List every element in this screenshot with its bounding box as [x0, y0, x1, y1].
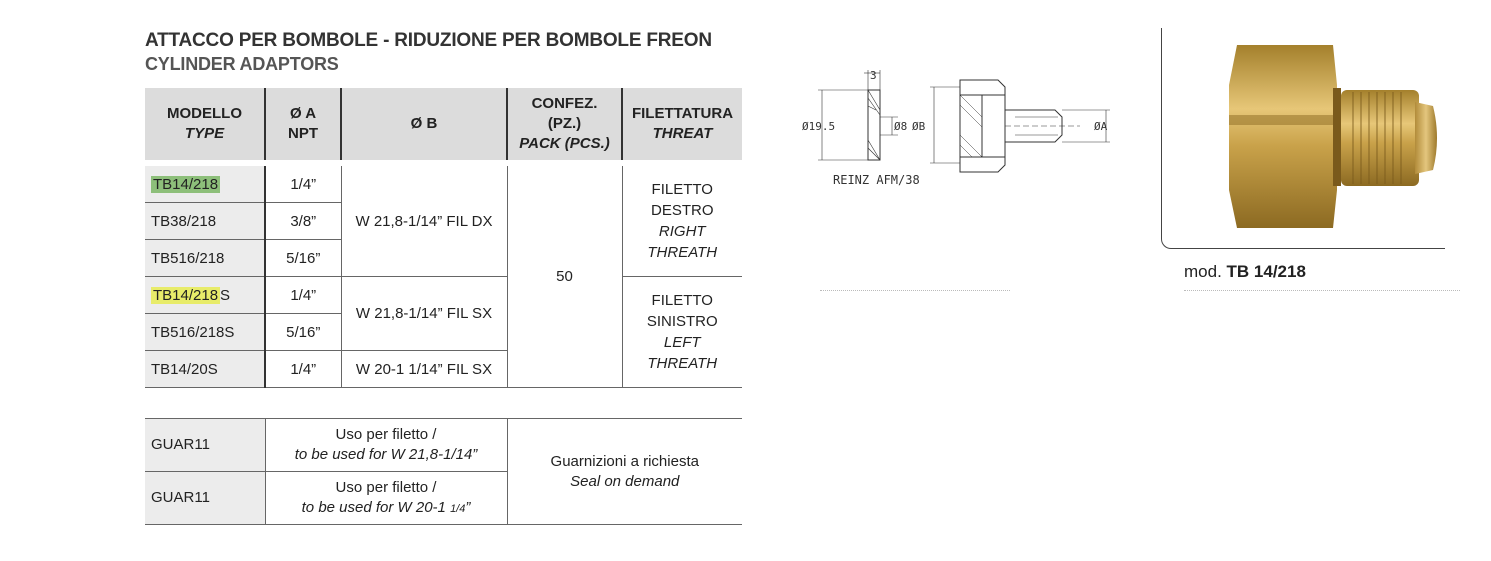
dia-b-cell: W 21,8-1/14” FIL DX: [340, 166, 507, 277]
dim-a: ØA: [1094, 120, 1108, 133]
dia-a-cell: 5/16”: [264, 239, 341, 277]
photo-caption: mod. TB 14/218: [1184, 262, 1306, 281]
dia-a-cell: 1/4”: [264, 350, 341, 388]
seal-use-cell: Uso per filetto /to be used for W 21,8-1…: [264, 418, 507, 472]
dotted-rule-right: [1184, 290, 1460, 293]
dia-b-cell: W 21,8-1/14” FIL SX: [340, 276, 507, 351]
table-row: GUAR11 Uso per filetto /to be used for W…: [145, 418, 742, 525]
header-dia-b: Ø B: [340, 88, 507, 160]
photo-frame: [1161, 28, 1445, 249]
dim-8: Ø8: [894, 120, 907, 133]
model-cell: TB14/218: [145, 166, 265, 203]
drawing-label: REINZ AFM/38: [833, 173, 920, 187]
model-cell: TB38/218: [145, 202, 265, 240]
model-cell: TB516/218: [145, 239, 265, 277]
model-cell: TB14/20S: [145, 350, 265, 388]
dia-a-cell: 1/4”: [264, 276, 341, 314]
pack-cell: 50: [506, 166, 622, 388]
seals-table: GUAR11 Uso per filetto /to be used for W…: [145, 418, 742, 525]
seal-model-cell: GUAR11: [145, 418, 265, 472]
table-row: GUAR11 Uso per filetto / to be used for …: [145, 471, 742, 525]
page-subtitle: CYLINDER ADAPTORS: [145, 54, 339, 74]
dotted-rule-left: [820, 290, 1010, 293]
header-pack: CONFEZ. (PZ.)PACK (PCS.): [506, 88, 622, 160]
dia-a-cell: 5/16”: [264, 313, 341, 351]
table-row: TB38/218 3/8”: [145, 202, 742, 240]
dim-3: 3: [870, 69, 877, 82]
table-row: TB14/218 1/4” W 21,8-1/14” FIL DX 50 FIL…: [145, 166, 742, 388]
table-row: TB14/20S 1/4” W 20-1 1/14” FIL SX: [145, 350, 742, 388]
seal-model-cell: GUAR11: [145, 471, 265, 525]
seal-use-cell: Uso per filetto / to be used for W 20-1 …: [264, 471, 507, 525]
dim-b: ØB: [912, 120, 926, 133]
dim-19-5: Ø19.5: [802, 120, 835, 133]
page-title: ATTACCO PER BOMBOLE - RIDUZIONE PER BOMB…: [145, 30, 712, 51]
table-row: TB516/218S 5/16”: [145, 313, 742, 351]
dia-a-cell: 3/8”: [264, 202, 341, 240]
model-cell: TB516/218S: [145, 313, 265, 351]
table-row: TB516/218 5/16”: [145, 239, 742, 277]
adaptor-photo: [1229, 45, 1437, 228]
technical-drawing: 3 Ø19.5 Ø8 ØB ØA: [802, 69, 1110, 173]
dia-b-cell: W 20-1 1/14” FIL SX: [340, 350, 507, 388]
dia-a-cell: 1/4”: [264, 166, 341, 203]
